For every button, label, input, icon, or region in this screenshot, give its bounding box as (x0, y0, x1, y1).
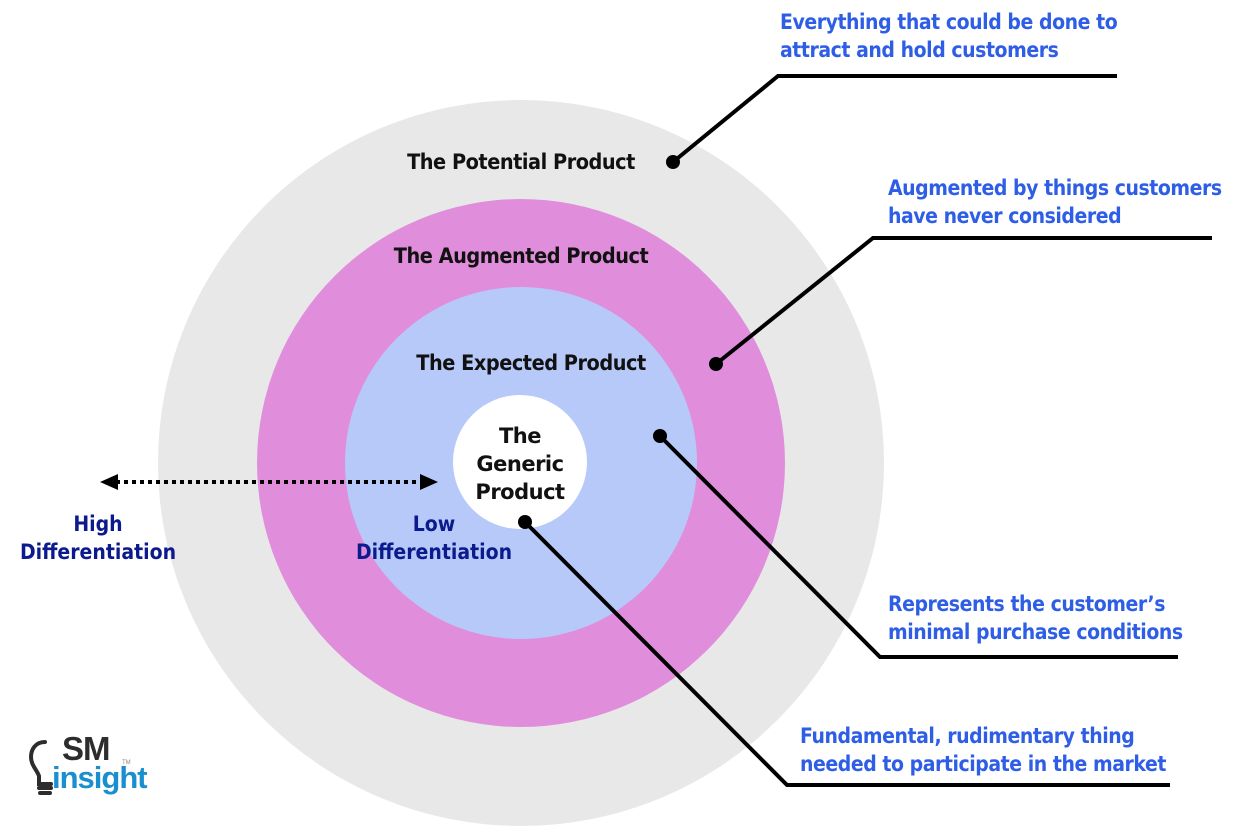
ring-generic (453, 395, 587, 529)
annotation-expected-line2: minimal purchase conditions (888, 620, 1183, 644)
sm-insight-logo: SM insight TM (28, 730, 148, 802)
high-differentiation-line2: Differentiation (19, 540, 177, 564)
label-generic-product-line2: Generic (476, 452, 563, 476)
low-differentiation-label: Low Differentiation (353, 510, 515, 566)
lightbulb-icon (28, 740, 53, 795)
leader-dot-generic (518, 515, 532, 529)
annotation-augmented-line1: Augmented by things customers (888, 176, 1222, 200)
logo-insight-text: insight (52, 760, 148, 795)
annotation-expected: Represents the customer’s minimal purcha… (888, 590, 1183, 646)
annotation-generic-line2: needed to participate in the market (800, 752, 1167, 776)
leader-dot-expected (653, 429, 667, 443)
arrowhead-right-icon (420, 474, 438, 490)
high-differentiation-label: High Differentiation (17, 510, 179, 566)
low-differentiation-line2: Differentiation (355, 540, 513, 564)
label-generic-product-line1: The (499, 424, 541, 448)
leader-dot-augmented (709, 357, 723, 371)
annotation-augmented: Augmented by things customers have never… (888, 174, 1222, 230)
leader-line-potential (671, 74, 1117, 164)
high-differentiation-line1: High (73, 512, 123, 536)
leader-dot-potential (666, 155, 680, 169)
low-differentiation-line1: Low (412, 512, 456, 536)
annotation-expected-line1: Represents the customer’s (888, 592, 1166, 616)
arrowhead-left-icon (100, 474, 118, 490)
logo-sm-text: SM (62, 730, 110, 767)
label-augmented-product: The Augmented Product (394, 243, 649, 268)
label-expected-product: The Expected Product (416, 350, 646, 375)
annotation-potential-line2: attract and hold customers (780, 38, 1059, 62)
annotation-augmented-line2: have never considered (888, 204, 1122, 228)
annotation-generic: Fundamental, rudimentary thing needed to… (800, 722, 1166, 778)
logo-trademark: TM (122, 760, 131, 766)
annotation-potential-line1: Everything that could be done to (780, 10, 1118, 34)
leader-line-augmented (714, 236, 1212, 366)
label-generic-product-line3: Product (475, 480, 565, 504)
leader-line-generic (523, 520, 1170, 787)
label-potential-product: The Potential Product (407, 149, 636, 174)
leader-line-expected (658, 434, 1178, 659)
annotation-generic-line1: Fundamental, rudimentary thing (800, 724, 1135, 748)
annotation-potential: Everything that could be done to attract… (780, 8, 1118, 64)
